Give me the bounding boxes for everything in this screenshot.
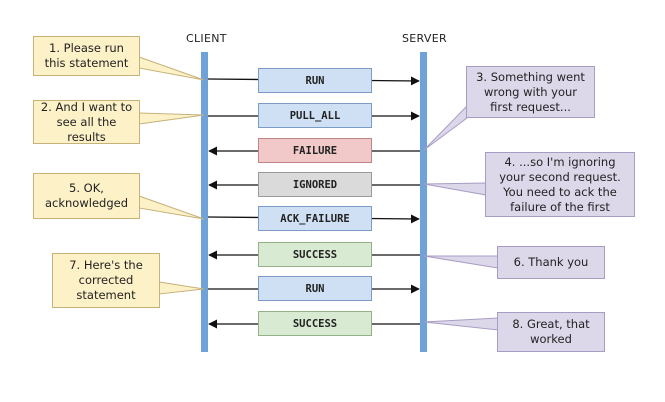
server-note-4: 8. Great, that worked <box>497 312 605 352</box>
client-note-2: 2. And I want to see all the results <box>33 100 140 144</box>
server-note-1: 3. Something went wrong with your first … <box>466 66 595 118</box>
server-note-2: 4. ...so I'm ignoring your second reques… <box>485 152 635 217</box>
server-note-3: 6. Thank you <box>497 246 605 279</box>
client-label: CLIENT <box>186 32 227 45</box>
note-pointer-4 <box>158 281 205 295</box>
message-failure: FAILURE <box>258 138 372 163</box>
note-pointer-3 <box>138 195 205 220</box>
client-note-1: 1. Please run this statement <box>33 36 140 76</box>
server-lifeline <box>420 52 427 352</box>
note-pointer-7 <box>423 255 499 269</box>
message-ignored: IGNORED <box>258 172 372 197</box>
note-pointer-2 <box>138 112 205 125</box>
message-success: SUCCESS <box>258 242 372 267</box>
client-note-4: 7. Here's the corrected statement <box>52 253 160 308</box>
message-ack-failure: ACK_FAILURE <box>258 206 372 231</box>
note-pointer-6 <box>423 182 487 196</box>
client-lifeline <box>201 52 208 352</box>
note-pointer-1 <box>138 56 205 81</box>
message-success-final: SUCCESS <box>258 311 372 336</box>
note-pointer-8 <box>423 317 499 331</box>
note-pointer-5 <box>423 104 468 151</box>
message-pull-all: PULL_ALL <box>258 103 372 128</box>
server-label: SERVER <box>402 32 447 45</box>
message-run-corrected: RUN <box>258 276 372 301</box>
message-run: RUN <box>258 68 372 93</box>
client-note-3: 5. OK, acknowledged <box>33 173 140 219</box>
